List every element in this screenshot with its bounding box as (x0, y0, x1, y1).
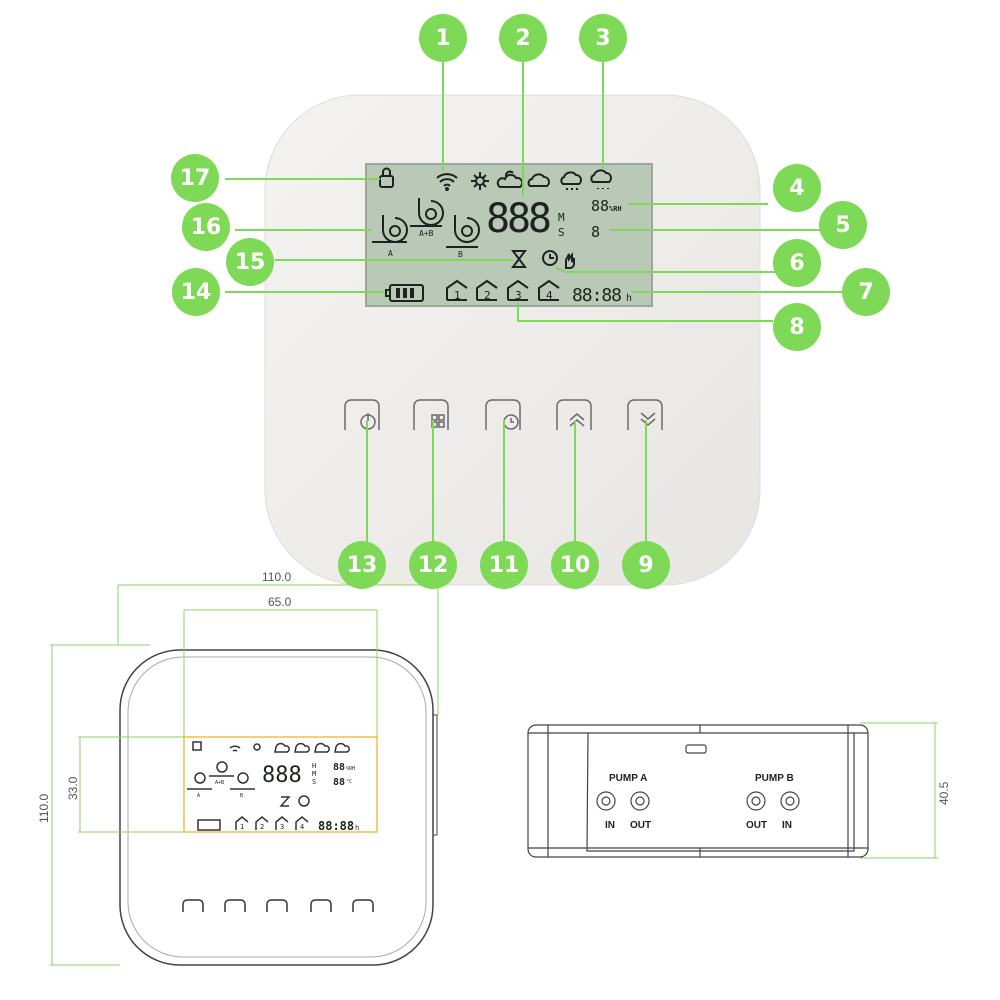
pump-ab-icon (410, 198, 444, 227)
pump-label-b: B (458, 250, 463, 259)
cloudy-icon (527, 173, 550, 187)
front-unit-s: S (312, 778, 316, 786)
front-main-digits: 888 (262, 763, 302, 788)
front-zone-3: 3 (280, 823, 284, 831)
manual-hand-icon (565, 252, 575, 269)
side-view-drawing (527, 724, 869, 858)
callout-12: 12 (409, 541, 457, 589)
lcd-unit-s: S (558, 226, 565, 239)
zone-2: 2 (484, 289, 491, 302)
screen-height-dimension: 33.0 (66, 776, 80, 800)
sun-icon (471, 172, 489, 190)
callout-9: 9 (622, 541, 670, 589)
front-humidity-unit: %RH (346, 766, 355, 772)
front-label-ab: A+B (215, 780, 224, 786)
callout-5: 5 (819, 201, 867, 249)
front-unit-h: H (312, 762, 316, 770)
width-dimension: 110.0 (262, 570, 291, 584)
battery-icon (385, 284, 424, 302)
pump-a-icon (372, 215, 408, 243)
callout-8: 8 (773, 303, 821, 351)
callout-16: 16 (182, 203, 230, 251)
rain-icon (560, 171, 582, 190)
callout-3: 3 (579, 14, 627, 62)
callout-14: 14 (172, 268, 220, 316)
callout-11: 11 (480, 541, 528, 589)
pump-label-ab: A+B (419, 229, 434, 238)
lcd-single-digit: 8 (591, 223, 600, 241)
zone-3: 3 (515, 289, 522, 302)
front-time: 88:88 (318, 819, 354, 833)
callout-lines (225, 58, 842, 545)
screen-width-dimension: 65.0 (268, 595, 292, 609)
front-time-unit: h (355, 824, 359, 832)
lcd-time-unit: h (626, 293, 632, 304)
callout-7: 7 (842, 268, 890, 316)
front-label-a: A (197, 793, 200, 799)
pump-a-port-in: IN (605, 820, 615, 831)
front-dimension-drawing: 110.0 65.0 33.0 110.0 40.5 888 H M S 88 … (37, 570, 951, 966)
height-dimension: 110.0 (37, 794, 51, 823)
pump-b-port-out: OUT (746, 820, 767, 831)
lcd-humidity-unit: %RH (609, 205, 622, 213)
zone-1: 1 (454, 289, 461, 302)
lcd-main-digits: 888 (486, 196, 552, 242)
pump-a-port-out: OUT (630, 820, 651, 831)
front-zone-4: 4 (300, 823, 304, 831)
lcd-humidity: 88 (591, 197, 609, 215)
usb-port (685, 744, 707, 754)
pump-b-label: PUMP B (755, 773, 794, 784)
callout-10: 10 (551, 541, 599, 589)
pump-b-port-in: IN (782, 820, 792, 831)
down-button[interactable] (627, 399, 663, 430)
up-button[interactable] (556, 399, 592, 430)
pump-a-label: PUMP A (609, 773, 647, 784)
callout-6: 6 (773, 239, 821, 287)
side-height-dimension: 40.5 (937, 781, 951, 805)
front-unit-m: M (312, 770, 316, 778)
wifi-icon (436, 173, 458, 191)
front-screen-outline (183, 736, 378, 833)
pump-label-a: A (388, 249, 393, 258)
lock-icon (379, 167, 394, 188)
pump-b-icon (446, 215, 480, 248)
front-zone-2: 2 (260, 823, 264, 831)
callout-2: 2 (499, 14, 547, 62)
lcd-time: 88:88 (572, 285, 622, 306)
callout-4: 4 (773, 164, 821, 212)
callout-17: 17 (171, 154, 219, 202)
pump-a-ports (596, 791, 650, 811)
front-humidity: 88 (333, 762, 345, 773)
snow-icon (590, 169, 612, 189)
callout-15: 15 (226, 238, 274, 286)
zone-house-icons (446, 279, 560, 301)
clock-icon (542, 250, 558, 266)
front-temp-unit: °C (346, 779, 352, 785)
zone-4: 4 (546, 289, 553, 302)
front-temp: 88 (333, 777, 345, 788)
callout-13: 13 (338, 541, 386, 589)
front-label-b: B (240, 793, 243, 799)
pump-b-ports (746, 791, 800, 811)
hourglass-icon (511, 250, 527, 268)
callout-1: 1 (419, 14, 467, 62)
lcd-unit-m: M (558, 211, 565, 224)
front-zone-1: 1 (240, 823, 244, 831)
